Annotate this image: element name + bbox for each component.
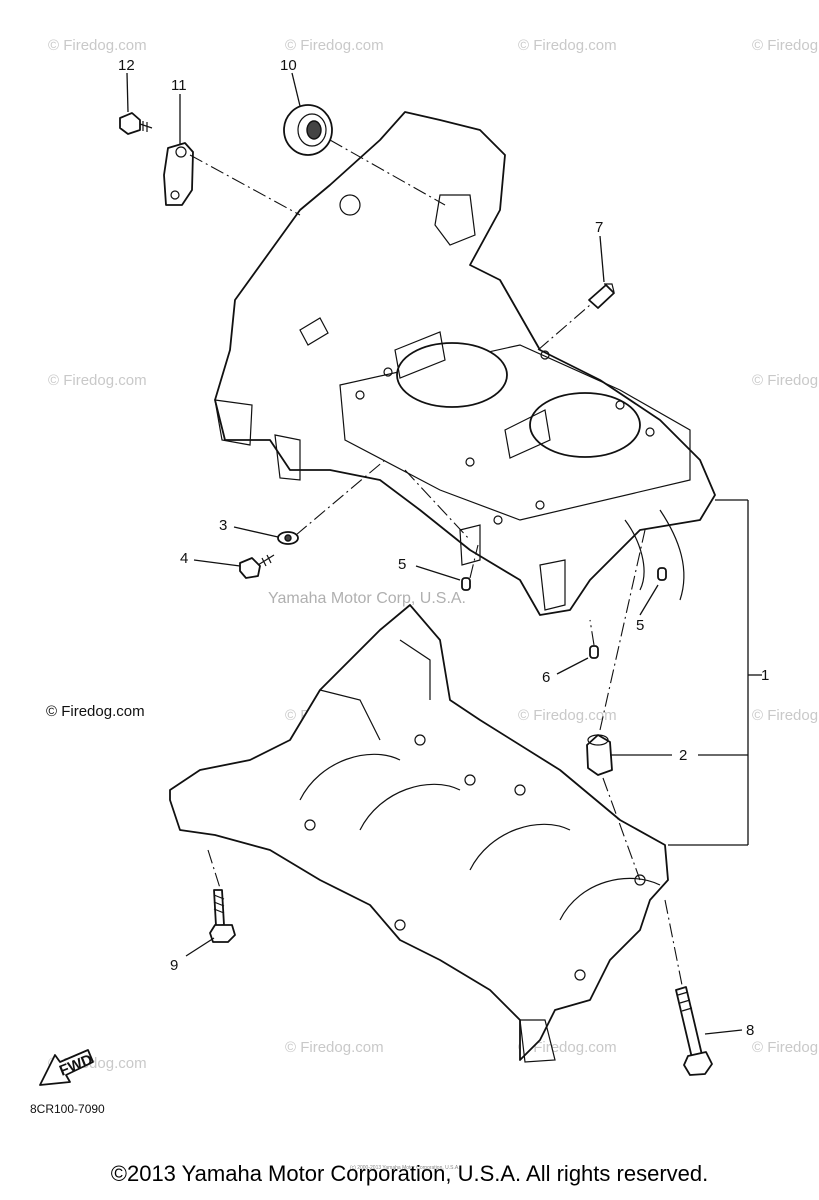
upper-crankcase (214, 111, 716, 616)
footer-copyright: ©2013 Yamaha Motor Corporation, U.S.A. A… (110, 1161, 709, 1186)
dowel-pin-7 (588, 283, 615, 309)
bracket (163, 142, 194, 206)
watermark-firedog: © Firedog.com (752, 37, 819, 54)
watermark-firedog: © Firedog.com (285, 1039, 384, 1056)
washer (277, 531, 299, 545)
callout-labels: 12 11 10 7 3 4 5 5 6 1 2 9 8 (118, 57, 769, 1039)
callout-9: 9 (170, 957, 178, 974)
bolt-9 (209, 889, 236, 943)
dowel-pin-5b (657, 567, 667, 581)
callout-7: 7 (595, 219, 603, 236)
watermark-firedog: © Firedog.com (752, 372, 819, 389)
callout-1: 1 (761, 667, 769, 684)
callout-8: 8 (746, 1022, 754, 1039)
plug (586, 734, 613, 776)
bearing (283, 104, 333, 156)
leader-lines (126, 72, 762, 1035)
callout-5b: 5 (636, 617, 644, 634)
tiny-copyright-watermark: (c) 2000-2013 Yamaha Motor Corporation, … (350, 1165, 460, 1171)
watermark-firedog: © Firedog.com (518, 1039, 617, 1056)
bolt-8 (675, 986, 713, 1076)
bolt-4 (239, 554, 275, 579)
dowel-pin-5a (461, 577, 471, 591)
watermark-firedog: © Firedog.com (48, 37, 147, 54)
callout-3: 3 (219, 517, 227, 534)
watermark-firedog: © Firedog.com (285, 37, 384, 54)
watermark-firedog: © Firedog.com (518, 707, 617, 724)
watermark-center: Yamaha Motor Corp, U.S.A. (268, 590, 466, 607)
callout-12: 12 (118, 57, 135, 74)
diagram-code: 8CR100-7090 (30, 1102, 105, 1116)
dowel-pin-6 (589, 645, 599, 659)
bolt-small (119, 112, 153, 135)
watermark-firedog: © Firedog.com (518, 37, 617, 54)
callout-2: 2 (679, 747, 687, 764)
watermark-firedog: © Firedog.com (752, 1039, 819, 1056)
watermark-firedog: © Firedog.com (752, 707, 819, 724)
callout-5a: 5 (398, 556, 406, 573)
watermark-firedog-dark: © Firedog.com (46, 703, 145, 720)
callout-6: 6 (542, 669, 550, 686)
assembly-lines (189, 139, 683, 986)
lower-crankcase (169, 604, 669, 1063)
callout-11: 11 (171, 77, 187, 94)
callout-4: 4 (180, 550, 188, 567)
watermark-firedog: © Firedog.com (48, 372, 147, 389)
callout-10: 10 (280, 57, 297, 74)
